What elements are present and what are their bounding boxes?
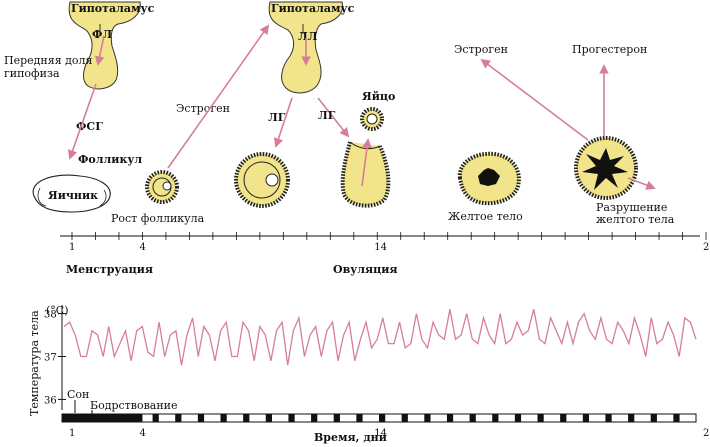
- sleep-segment: [582, 414, 590, 422]
- estrogen-right-label: Эстроген: [454, 43, 508, 56]
- lg-right-arrow: [317, 97, 350, 138]
- y-axis: 36 37 38: [44, 305, 66, 410]
- sleep-segment: [628, 414, 635, 422]
- sleep-segment: [175, 414, 182, 422]
- x-tick-label: 1: [69, 428, 75, 439]
- lg-left-arrow: [273, 97, 293, 148]
- sleep-segment: [424, 414, 431, 422]
- sleep-segment: [265, 414, 273, 422]
- day-axis: 141428: [60, 232, 710, 253]
- corpus-luteum: [457, 151, 521, 206]
- y-tick-label: 37: [44, 353, 57, 364]
- sleep-segment: [311, 414, 318, 422]
- growing-follicle: [145, 170, 179, 204]
- fl-label: ФЛ: [92, 28, 112, 41]
- sleep-wake-bar: [61, 413, 697, 423]
- sleep-segment: [401, 414, 408, 422]
- ll-label: ЛЛ: [298, 30, 318, 43]
- sleep-segment: [152, 414, 159, 422]
- sleep-segment: [197, 414, 205, 422]
- mature-follicle: [234, 152, 290, 208]
- sleep-segment: [333, 414, 340, 422]
- ovary-label: Яичник: [48, 189, 98, 202]
- lg-right-label: ЛГ: [318, 109, 336, 122]
- egg-release-arrow: [361, 138, 372, 187]
- sleep-label: Сон: [67, 388, 89, 401]
- ovulation-label: Овуляция: [333, 263, 398, 276]
- sleep-segment: [356, 414, 363, 422]
- destruction-arrow: [627, 177, 656, 190]
- luteum-destruction-label-2: желтого тела: [596, 213, 675, 226]
- day-tick-label: 4: [139, 242, 145, 253]
- corpus-luteum-label: Желтое тело: [448, 210, 523, 223]
- hypothalamus-right-label: Гипоталамус: [271, 2, 355, 15]
- left-pituitary: [68, 1, 141, 90]
- sleep-segment: [537, 414, 544, 422]
- y-tick-label: 36: [44, 395, 57, 406]
- sleep-segment: [673, 414, 680, 422]
- follicle-label: Фолликул: [78, 153, 142, 166]
- sleep-segment-solid: [62, 414, 143, 422]
- progesterone-label: Прогестерон: [572, 43, 647, 56]
- luteum-destruction-label-1: Разрушение: [596, 201, 667, 214]
- wake-label: Бодрствование: [90, 399, 178, 412]
- estrogen-right-arrow: [480, 58, 589, 141]
- sleep-segment: [446, 414, 454, 422]
- anterior-pituitary-label-1: Передняя доля: [4, 54, 93, 67]
- sleep-segment: [469, 414, 476, 422]
- y-axis-label: Температура тела: [28, 310, 41, 416]
- y-unit-label: (°С): [46, 304, 69, 317]
- lg-left-label: ЛГ: [268, 111, 286, 124]
- temperature-series-line: [63, 309, 697, 366]
- sleep-segment: [243, 414, 250, 422]
- degenerating-corpus-luteum: [574, 136, 638, 200]
- y-tick-label: 38: [44, 310, 57, 321]
- fl-arrow: [94, 35, 105, 66]
- day-tick-label: 28: [703, 242, 710, 253]
- sleep-segment: [288, 414, 295, 422]
- hypothalamus-left-label: Гипоталамус: [71, 2, 155, 15]
- sleep-segment: [514, 414, 522, 422]
- egg-label: Яйцо: [362, 90, 395, 103]
- sleep-segment: [379, 414, 386, 422]
- sleep-segment: [605, 414, 612, 422]
- day-tick-label: 1: [69, 242, 75, 253]
- ovulating-follicle: [340, 141, 391, 208]
- x-tick-label: 14: [374, 428, 387, 439]
- menstruation-label: Менструация: [66, 263, 153, 276]
- estrogen-left-arrow: [167, 24, 270, 169]
- x-axis: 141428: [69, 428, 710, 439]
- sleep-segment: [560, 414, 567, 422]
- x-axis-label: Время, дни: [314, 431, 387, 444]
- ovary: [32, 174, 111, 213]
- sleep-segment: [650, 414, 657, 422]
- egg: [360, 107, 384, 131]
- sleep-segment: [220, 414, 227, 422]
- anterior-pituitary-label-2: гипофиза: [4, 67, 60, 80]
- x-tick-label: 28: [703, 428, 710, 439]
- day-tick-label: 14: [374, 242, 387, 253]
- fsg-arrow: [68, 83, 97, 160]
- x-tick-label: 4: [139, 428, 145, 439]
- estrogen-left-label: Эстроген: [176, 102, 230, 115]
- follicle-growth-label: Рост фолликула: [111, 212, 205, 225]
- sleep-segment: [492, 414, 499, 422]
